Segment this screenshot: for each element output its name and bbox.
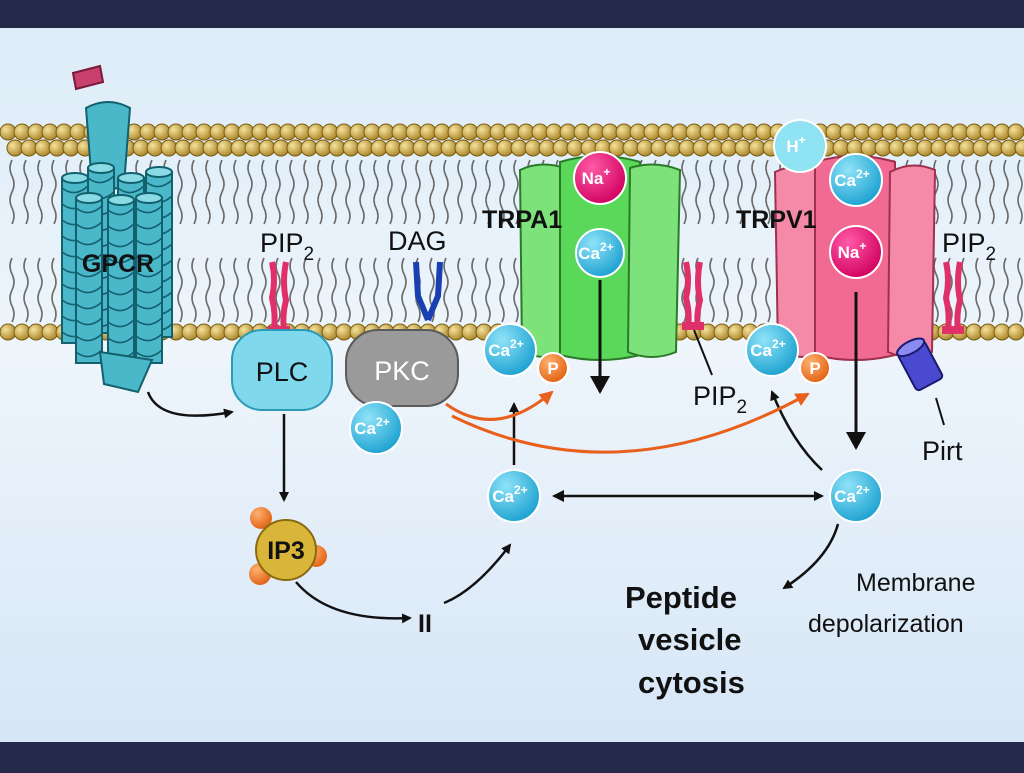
membrane-line-1: Membrane <box>856 569 976 597</box>
trpa1-channel: TRPA1 <box>482 155 682 361</box>
trpv1-sodium-ion: Na+ <box>829 225 883 279</box>
peptide-line-3: cytosis <box>638 665 745 700</box>
trpa1-label: TRPA1 <box>482 206 562 234</box>
trpv1-site-calcium-ion: Ca2+ <box>745 323 799 377</box>
ion-symbol: Ca <box>834 171 856 190</box>
svg-text:Ca2+: Ca2+ <box>834 167 869 190</box>
ion-symbol: Ca <box>488 341 510 360</box>
ion-symbol: Ca <box>354 419 376 438</box>
svg-text:Ca2+: Ca2+ <box>578 240 613 263</box>
ion-symbol: Ca <box>578 244 600 263</box>
gpcr-to-plc-arrow <box>146 391 234 419</box>
ion-charge: 2+ <box>772 337 786 351</box>
pkc-label: PKC <box>374 356 430 386</box>
pip2-middle: PIP2 <box>682 261 747 418</box>
plc-label: PLC <box>256 357 309 387</box>
cytosolic-calcium-ion-right: Ca2+ <box>829 469 883 523</box>
ip3-label: IP3 <box>267 537 305 565</box>
ion-charge: 2+ <box>856 483 870 497</box>
ion-charge: + <box>859 239 866 253</box>
ip3-molecule: IP3 <box>249 507 327 585</box>
ion-symbol: Ca <box>750 341 772 360</box>
ca-to-trpv1-arrow <box>770 390 823 471</box>
pip2-right-label: PIP2 <box>942 228 996 265</box>
svg-text:Na+: Na+ <box>582 165 611 188</box>
ip3-receptor-mark: II <box>418 610 432 638</box>
svg-text:H+: H+ <box>786 133 805 156</box>
ion-symbol: Na <box>838 243 860 262</box>
ion-charge: 2+ <box>510 337 524 351</box>
pathway-arrows <box>146 280 866 624</box>
dag-lipid: DAG <box>388 226 447 322</box>
svg-text:Ca2+: Ca2+ <box>492 483 527 506</box>
pip2-middle-label: PIP2 <box>693 381 747 418</box>
ion-charge: 2+ <box>856 167 870 181</box>
proton-ion: H+ <box>773 119 827 173</box>
trpv1-calcium-ion: Ca2+ <box>829 153 883 207</box>
ion-symbol: H <box>786 137 798 156</box>
ion-symbol: Ca <box>492 487 514 506</box>
outcome-labels: Peptide vesicle cytosis Membrane depolar… <box>625 569 976 700</box>
gpcr-label: GPCR <box>82 250 154 278</box>
pip2-right: PIP2 <box>942 228 996 334</box>
trpa1-phosphate: P <box>537 352 569 384</box>
ip3-to-store-arrow <box>295 581 412 624</box>
pkc-calcium-ion: Ca2+ <box>349 401 403 455</box>
plc-enzyme: PLC <box>231 329 333 411</box>
ion-charge: 2+ <box>600 240 614 254</box>
dag-label: DAG <box>388 226 447 256</box>
svg-text:Ca2+: Ca2+ <box>354 415 389 438</box>
peptide-line-2: vesicle <box>638 622 741 657</box>
gpcr-helix <box>107 194 135 366</box>
trpa1-sodium-ion: Na+ <box>573 151 627 205</box>
pkc-to-trpa1-arrow <box>445 390 554 421</box>
ion-charge: 2+ <box>514 483 528 497</box>
trpa1-site-calcium-ion: Ca2+ <box>483 323 537 377</box>
peptide-line-1: Peptide <box>625 580 737 615</box>
trpv1-phosphate: P <box>799 352 831 384</box>
gpcr-receptor: GPCR <box>61 64 173 394</box>
ion-symbol: P <box>809 359 820 378</box>
ion-symbol: P <box>547 359 558 378</box>
store-to-ca-arrow <box>443 543 512 605</box>
ion-symbol: Na <box>582 169 604 188</box>
trpv1-label: TRPV1 <box>736 206 817 234</box>
gpcr-helix <box>75 192 103 364</box>
svg-text:Na+: Na+ <box>838 239 867 262</box>
ion-charge: 2+ <box>376 415 390 429</box>
svg-text:P: P <box>547 359 558 378</box>
gpcr-helix <box>135 192 163 364</box>
cytosolic-calcium-ion-left: Ca2+ <box>487 469 541 523</box>
svg-text:Ca2+: Ca2+ <box>750 337 785 360</box>
ca-to-exocytosis-arrow <box>782 523 840 590</box>
ion-charge: + <box>603 165 610 179</box>
membrane-line-2: depolarization <box>808 610 964 638</box>
svg-text:Ca2+: Ca2+ <box>834 483 869 506</box>
pip2-left-label: PIP2 <box>260 228 314 265</box>
trpa1-calcium-ion: Ca2+ <box>575 228 625 278</box>
ion-symbol: Ca <box>834 487 856 506</box>
svg-text:P: P <box>809 359 820 378</box>
pkc-enzyme: PKC <box>345 329 459 407</box>
ion-charge: + <box>799 133 806 147</box>
pirt-protein: Pirt <box>896 337 963 466</box>
pkc-to-trpv1-arrow <box>451 392 810 454</box>
pirt-label: Pirt <box>922 436 963 466</box>
ligand-icon <box>71 64 105 91</box>
svg-text:Ca2+: Ca2+ <box>488 337 523 360</box>
